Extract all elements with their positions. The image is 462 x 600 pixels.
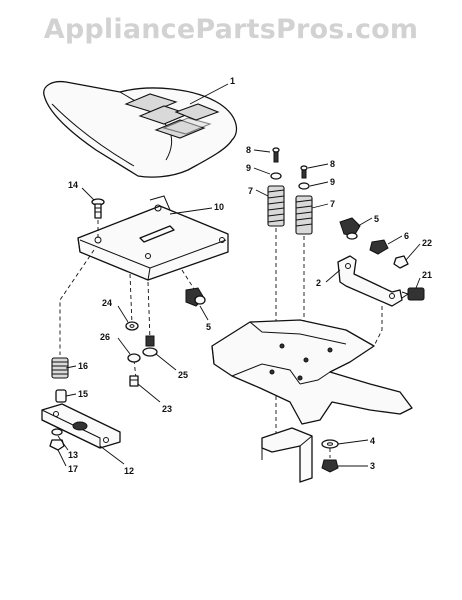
watermark-text: AppliancePartsPros.com — [43, 14, 419, 45]
callout-13: 13 — [68, 450, 78, 460]
callout-4: 4 — [370, 436, 375, 446]
callout-16: 16 — [78, 361, 88, 371]
callout-6: 6 — [404, 231, 409, 241]
callout-5-right: 5 — [374, 214, 379, 224]
seat-part — [43, 80, 238, 178]
callout-8-right: 8 — [330, 159, 335, 169]
hitch-bracket-part — [261, 427, 313, 483]
knob-5-right-part — [339, 217, 361, 240]
callout-23: 23 — [162, 404, 172, 414]
washer-26-part — [127, 353, 141, 363]
callout-10: 10 — [214, 202, 224, 212]
spring-7-right-part — [295, 165, 313, 360]
washer-24-part — [125, 321, 139, 331]
washer-13-part — [51, 428, 63, 436]
washer-4-part — [321, 439, 339, 449]
nut-22-part — [393, 255, 409, 269]
bolt-23-part — [129, 375, 139, 387]
bracket-2-part — [337, 255, 403, 347]
callout-21: 21 — [422, 270, 432, 280]
seat-pan-part — [77, 195, 229, 281]
callout-7-left: 7 — [248, 186, 253, 196]
spring-16-part — [51, 357, 69, 379]
callout-12: 12 — [124, 466, 134, 476]
bolt-3-part — [321, 459, 339, 473]
callout-26: 26 — [100, 332, 110, 342]
callout-2: 2 — [316, 278, 321, 288]
nut-6-part — [369, 239, 389, 255]
callout-9-right: 9 — [330, 177, 335, 187]
callout-9-left: 9 — [246, 163, 251, 173]
callout-25: 25 — [178, 370, 188, 380]
callout-14: 14 — [68, 180, 78, 190]
fender-frame-part — [211, 319, 413, 425]
callout-17: 17 — [68, 464, 78, 474]
callout-1: 1 — [230, 76, 235, 86]
callout-7-right: 7 — [330, 199, 335, 209]
callout-15: 15 — [78, 389, 88, 399]
spacer-15-part — [55, 389, 67, 403]
bushing-25-part — [142, 335, 158, 357]
bolt-21-part — [401, 287, 425, 301]
callout-24: 24 — [102, 298, 112, 308]
callout-22: 22 — [422, 238, 432, 248]
callout-3: 3 — [370, 461, 375, 471]
callout-8-left: 8 — [246, 145, 251, 155]
bolt-14-part — [91, 198, 105, 219]
knob-5-left-part — [185, 287, 206, 307]
bracket-12-part — [41, 403, 121, 449]
callout-5-left: 5 — [206, 322, 211, 332]
